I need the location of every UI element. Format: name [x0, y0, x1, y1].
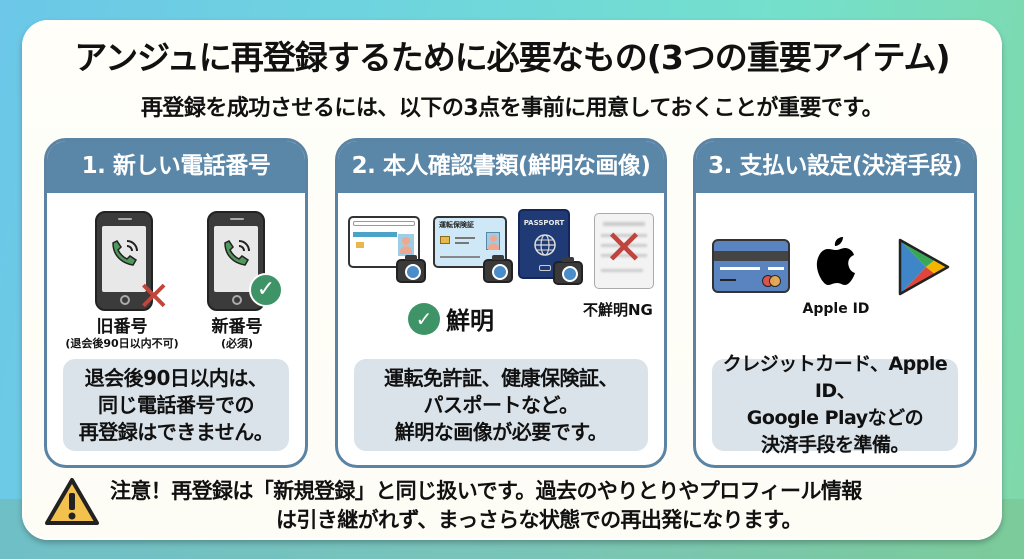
warning-line-1: 注意！再登録は「新規登録」と同じ扱いです。過去のやりとりやプロフィール情報 [110, 479, 862, 503]
camera-icon [553, 257, 583, 285]
ok-label: 鮮明 [446, 307, 494, 335]
panel-id-documents: 2. 本人確認書類(鮮明な画像) 運転保険証 PASSPORT [335, 138, 667, 468]
warning-line-2: は引き継がれず、まっさらな状態での再出発になります。 [270, 504, 808, 534]
card-title: 運転保険証 [439, 221, 474, 229]
page-subtitle: 再登録を成功させるには、以下の3点を事前に用意しておくことが重要です。 [140, 96, 884, 121]
infographic-card: アンジュに再登録するために必要なもの(3つの重要アイテム) 再登録を成功させるに… [22, 20, 1002, 540]
globe-icon [534, 234, 556, 256]
warning-line-2-text: は引き継がれず、まっさらな状態での再出発になります。 [276, 508, 803, 532]
note-line: 退会後90日以内は、 [84, 365, 268, 390]
new-number-sublabel: (必須) [220, 337, 254, 350]
call-icon [112, 240, 138, 266]
panel-payment-settings: 3. 支払い設定(決済手段) Apple ID クレジットカード、Apple I… [693, 138, 977, 468]
apple-logo-icon [816, 237, 855, 285]
panel-header: 1. 新しい電話番号 [47, 141, 305, 193]
google-play-icon [898, 238, 950, 296]
camera-icon [396, 255, 426, 283]
note-line: 同じ電話番号での [98, 392, 255, 417]
ng-label: 不鮮明NG [583, 301, 653, 319]
old-number-sublabel: (退会後90日以内不可) [65, 337, 179, 350]
panel-note: 退会後90日以内は、 同じ電話番号での 再登録はできません。 [63, 359, 289, 451]
call-icon [224, 240, 250, 266]
page-title-text: アンジュに再登録するために必要なもの(3つの重要アイテム) [74, 38, 950, 77]
warning-icon [45, 478, 99, 525]
note-line: 鮮明な画像が必要です。 [394, 419, 608, 444]
panel-header: 2. 本人確認書類(鮮明な画像) [338, 141, 664, 193]
note-line: 再登録はできません。 [78, 419, 274, 444]
page-title: アンジュに再登録するために必要なもの(3つの重要アイテム) [66, 36, 958, 80]
blurry-document-icon: ✕ [594, 213, 654, 289]
note-line: 決済手段を準備。 [760, 434, 910, 456]
insurance-card-icon: 運転保険証 [433, 216, 507, 268]
old-number-text: 旧番号 [96, 317, 148, 337]
note-line: パスポートなど。 [423, 392, 580, 417]
warning-line-2-wrap: は引き継がれず、まっさらな状態での再出発になります。 [44, 504, 984, 534]
panel-header: 3. 支払い設定(決済手段) [696, 141, 974, 193]
passport-text: PASSPORT [523, 219, 565, 227]
old-number-label: 旧番号 (退会後90日以内不可) [57, 317, 187, 351]
panel-note: 運転免許証、健康保険証、 パスポートなど。 鮮明な画像が必要です。 [354, 359, 648, 451]
panel-note: クレジットカード、Apple ID、 Google Playなどの 決済手段を準… [712, 353, 958, 456]
panel-phone-number: 1. 新しい電話番号 ✕ 旧番号 (退会後90日以内不可) ✓ 新番号 [44, 138, 308, 468]
x-mark-icon: ✕ [603, 220, 645, 276]
new-number-text: 新番号 [211, 317, 263, 337]
warning-box: 注意！再登録は「新規登録」と同じ扱いです。過去のやりとりやプロフィール情報 は引… [44, 475, 984, 533]
check-mark-icon: ✓ [408, 302, 440, 335]
new-number-label: 新番号 (必須) [187, 317, 287, 351]
apple-id-label: Apple ID [802, 301, 870, 317]
ok-indicator: ✓ 鮮明 [408, 301, 494, 336]
x-mark-icon: ✕ [137, 274, 171, 320]
note-line: クレジットカード、Apple ID、 [722, 353, 948, 402]
credit-card-icon [712, 239, 790, 293]
note-line: 運転免許証、健康保険証、 [384, 365, 619, 390]
check-mark-icon: ✓ [249, 273, 283, 307]
camera-icon [483, 255, 513, 283]
title-wrap: アンジュに再登録するために必要なもの(3つの重要アイテム) [22, 36, 1002, 80]
note-line: Google Playなどの [746, 407, 924, 429]
old-phone-icon [95, 211, 153, 311]
